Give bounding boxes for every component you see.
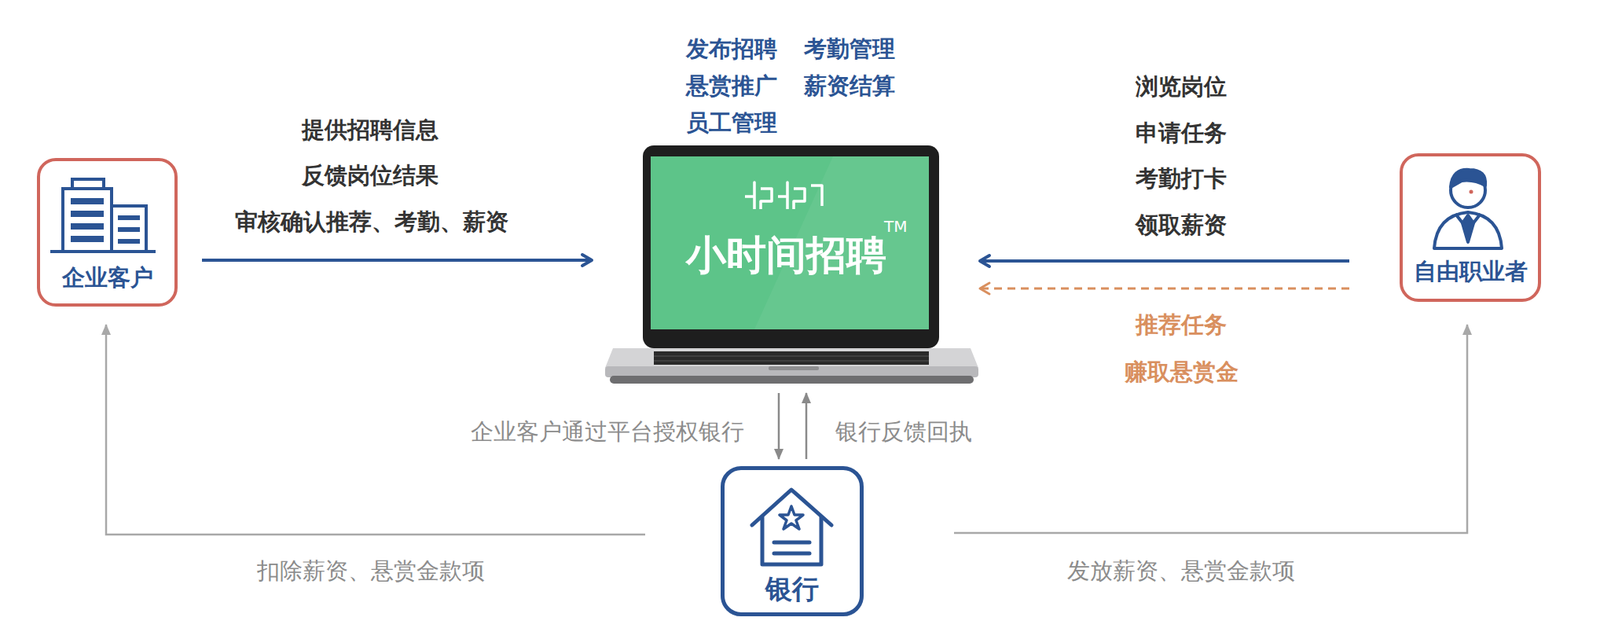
brand-logo <box>744 182 823 210</box>
eye <box>1469 190 1474 195</box>
annotation-text: 推荐任务 <box>1135 311 1227 339</box>
annotation-text: 薪资结算 <box>803 72 896 100</box>
node-label: 小时间招聘 <box>686 231 887 279</box>
keyboard-rows <box>653 355 929 361</box>
annotation-text: 审核确认推荐、考勤、薪资 <box>234 208 509 236</box>
laptop-notch <box>768 366 819 371</box>
laptop-screen <box>650 156 929 330</box>
bank-box: 银行 <box>720 466 864 617</box>
bank-line <box>774 540 810 545</box>
edge-label: 企业客户通过平台授权银行 <box>470 418 745 446</box>
collar <box>1455 213 1481 228</box>
node-label: 银行 <box>765 572 819 606</box>
flow-arrow <box>979 287 1350 290</box>
hair <box>1450 169 1486 188</box>
annotation-text: 考勤管理 <box>803 35 896 63</box>
annotation-text: TM <box>884 216 907 236</box>
node-label: 企业客户 <box>62 264 154 292</box>
laptop-bezel <box>642 145 940 349</box>
platform-laptop: 小时间招聘 <box>605 145 979 386</box>
annotation-text: 申请任务 <box>1135 119 1227 147</box>
laptop-deck <box>605 348 979 368</box>
body <box>1434 212 1502 249</box>
annotation-text: 提供招聘信息 <box>301 116 439 144</box>
edge-label: 扣除薪资、悬赏金款项 <box>256 557 485 585</box>
annotation-text: 悬赏推广 <box>686 72 778 100</box>
laptop-lip <box>605 366 979 378</box>
annotation-text: 员工管理 <box>686 109 778 137</box>
annotation-text: 赚取悬赏金 <box>1124 358 1239 386</box>
windows <box>70 198 140 244</box>
freelancer-box: 自由职业者 <box>1399 153 1542 302</box>
client-box: 企业客户 <box>36 157 178 307</box>
annotation-text: 考勤打卡 <box>1135 165 1227 193</box>
annotation-text: 浏览岗位 <box>1135 73 1227 101</box>
bank-line <box>774 551 810 556</box>
laptop-foot <box>609 375 974 384</box>
flow-arrow <box>201 258 592 262</box>
annotation-text: 反馈岗位结果 <box>301 161 439 190</box>
node-label: 自由职业者 <box>1413 257 1528 286</box>
edge-label: 发放薪资、悬赏金款项 <box>1067 557 1296 585</box>
building-icon <box>50 179 156 252</box>
edge-label: 银行反馈回执 <box>835 418 973 446</box>
wing <box>111 205 147 252</box>
flow-arrow <box>777 392 781 459</box>
star <box>779 506 804 529</box>
annotation-text: 领取薪资 <box>1135 211 1227 239</box>
laptop-keyboard <box>653 351 929 365</box>
person-icon <box>1434 169 1502 249</box>
tie <box>1462 215 1474 243</box>
flow-arrow <box>805 392 808 459</box>
laptop-illustration <box>605 145 979 384</box>
bank-icon <box>752 489 832 565</box>
tower <box>62 188 112 252</box>
annotation-text: 发布招聘 <box>686 35 778 63</box>
tower-top <box>72 179 104 189</box>
flow-arrow <box>979 259 1350 263</box>
flow-arrow <box>954 324 1468 533</box>
